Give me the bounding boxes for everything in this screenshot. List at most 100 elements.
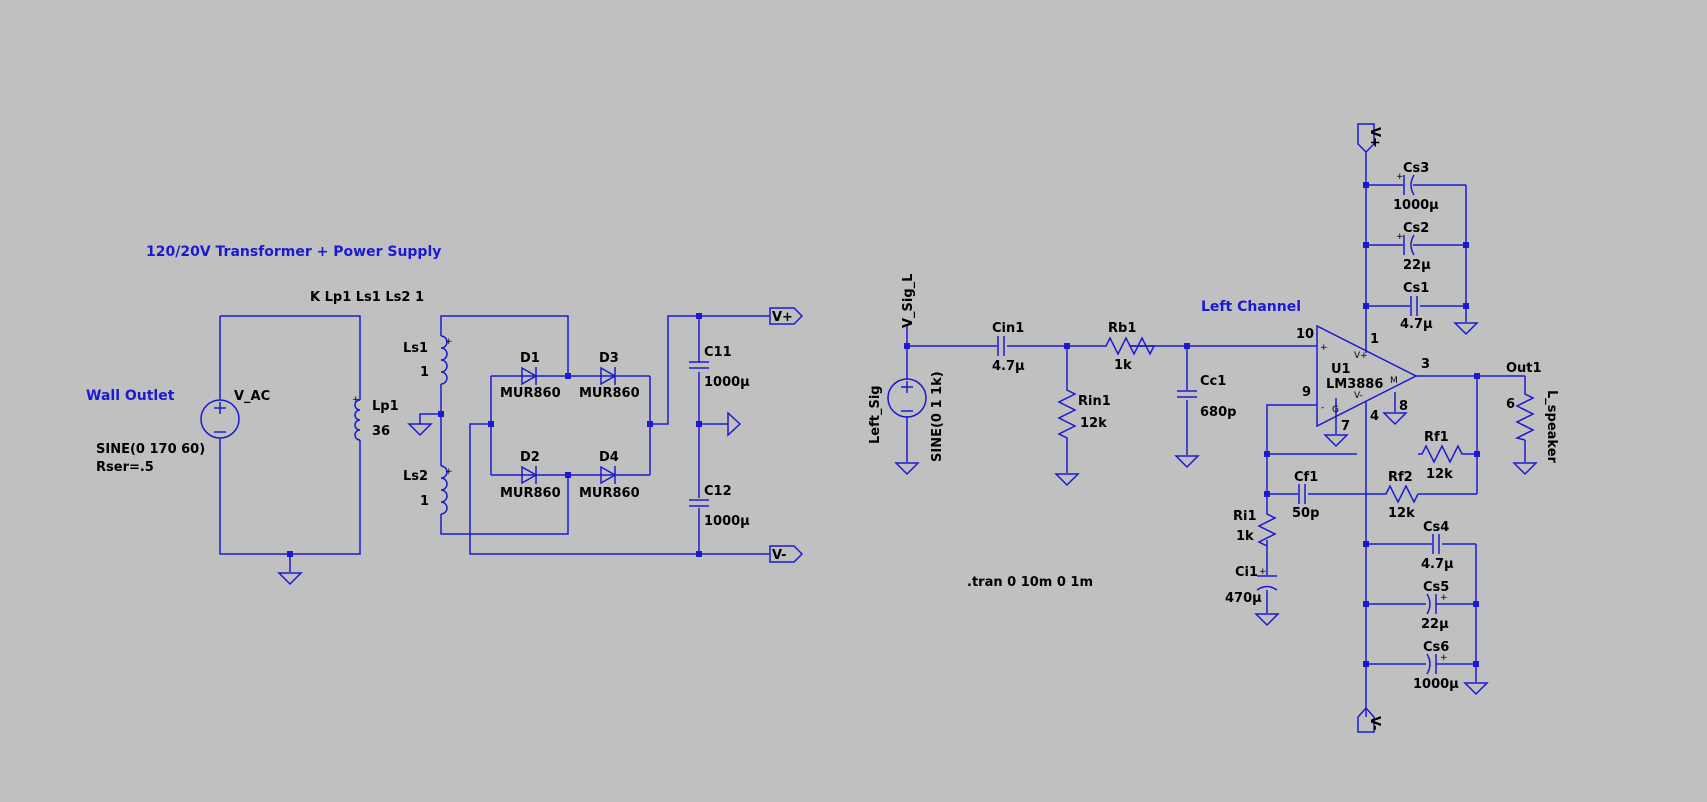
svg-text:Rb1: Rb1 (1108, 321, 1136, 336)
diode-d2[interactable] (521, 465, 538, 485)
resistor-rin1[interactable] (1057, 386, 1077, 440)
svg-text:+: + (1440, 593, 1448, 603)
diode-d3[interactable] (600, 366, 617, 386)
svg-text:Left_Sig: Left_Sig (868, 385, 883, 444)
voltage-source-vac[interactable] (200, 399, 240, 439)
voltage-source-left-sig[interactable] (887, 378, 927, 418)
vminus-flag-supply (769, 545, 804, 563)
svg-text:3: 3 (1421, 357, 1430, 372)
svg-text:+: + (352, 395, 360, 405)
svg-text:Ri1: Ri1 (1233, 509, 1257, 524)
svg-text:V-: V- (1367, 716, 1382, 731)
capacitor-c12[interactable] (689, 499, 709, 507)
svg-text:1k: 1k (1236, 529, 1254, 544)
svg-text:12k: 12k (1080, 416, 1107, 431)
resistor-rf2[interactable] (1382, 484, 1419, 504)
svg-text:Cs3: Cs3 (1403, 161, 1429, 176)
vplus-flag-amp (1357, 123, 1375, 154)
polarity-marks: + + + + + (1259, 172, 1448, 663)
svg-text:Rin1: Rin1 (1078, 394, 1111, 409)
svg-text:Cf1: Cf1 (1294, 470, 1318, 485)
svg-text:12k: 12k (1388, 506, 1415, 521)
ground-icon (1174, 455, 1200, 469)
svg-text:680p: 680p (1200, 405, 1236, 420)
svg-text:Cs6: Cs6 (1423, 640, 1449, 655)
capacitor-cs4[interactable] (1432, 534, 1440, 554)
svg-text:1000µ: 1000µ (1393, 198, 1439, 213)
svg-text:Cs1: Cs1 (1403, 281, 1429, 296)
svg-text:M: M (1390, 376, 1398, 386)
svg-text:Lp1: Lp1 (372, 399, 399, 414)
capacitor-c11[interactable] (689, 361, 709, 369)
supply-cap-labels: C11 1000µ C12 1000µ (704, 345, 750, 529)
svg-text:MUR860: MUR860 (500, 386, 561, 401)
ground-icon (1054, 473, 1080, 487)
svg-text:10: 10 (1296, 327, 1314, 342)
capacitor-cin1[interactable] (997, 336, 1005, 356)
svg-text:22µ: 22µ (1403, 258, 1431, 273)
junction-dots (287, 182, 1480, 667)
svg-text:1000µ: 1000µ (704, 514, 750, 529)
directives: K Lp1 Ls1 Ls2 1 .tran 0 10m 0 1m (310, 290, 1093, 590)
inductor-ls1[interactable] (440, 335, 448, 386)
svg-text:1k: 1k (1114, 358, 1132, 373)
svg-text:V-: V- (1354, 391, 1363, 401)
svg-text:V-: V- (772, 548, 787, 563)
svg-text:36: 36 (372, 424, 390, 439)
capacitor-cs3[interactable] (1403, 174, 1415, 196)
svg-text:4.7µ: 4.7µ (1421, 557, 1454, 572)
inductor-ls2[interactable] (440, 465, 448, 516)
svg-text:Rf1: Rf1 (1424, 430, 1449, 445)
capacitor-cs1[interactable] (1410, 296, 1418, 316)
svg-text:D4: D4 (599, 450, 619, 465)
diode-labels: D1 MUR860 D3 MUR860 D2 MUR860 D4 MUR860 (500, 351, 640, 501)
svg-text:6: 6 (1506, 397, 1515, 412)
svg-text:SINE(0 1 1k): SINE(0 1 1k) (930, 371, 945, 462)
svg-text:1: 1 (420, 365, 429, 380)
left-channel-comment: Left Channel (1201, 299, 1301, 315)
svg-text:1: 1 (420, 494, 429, 509)
resistor-ri1[interactable] (1257, 510, 1277, 547)
opamp-pin-labels: 10 9 1 3 4 7 8 + - V+ V- G M (1296, 327, 1430, 434)
svg-text:L_speaker: L_speaker (1544, 390, 1559, 464)
svg-text:D3: D3 (599, 351, 619, 366)
capacitor-cc1[interactable] (1177, 390, 1197, 398)
diode-d1[interactable] (521, 366, 538, 386)
svg-text:Ls2: Ls2 (403, 469, 428, 484)
svg-text:D2: D2 (520, 450, 540, 465)
svg-text:4: 4 (1370, 409, 1379, 424)
svg-text:Cs5: Cs5 (1423, 580, 1449, 595)
capacitor-cs2[interactable] (1403, 234, 1415, 256)
ground-icon (1512, 462, 1538, 476)
svg-text:+: + (1320, 343, 1328, 353)
signal-source-labels: Left_Sig SINE(0 1 1k) (868, 371, 945, 462)
ground-icon (1453, 322, 1479, 336)
resistor-rb1[interactable] (1102, 336, 1156, 356)
inductor-lp1[interactable] (354, 396, 361, 441)
vplus-flag-supply (769, 307, 804, 325)
capacitor-cs6[interactable] (1426, 653, 1437, 675)
capacitor-cf1[interactable] (1298, 484, 1306, 504)
svg-text:V+: V+ (772, 310, 793, 325)
diode-d4[interactable] (600, 465, 617, 485)
svg-text:Ci1: Ci1 (1235, 565, 1258, 580)
opamp-u1[interactable] (1316, 324, 1418, 428)
svg-text:D1: D1 (520, 351, 540, 366)
capacitor-ci1[interactable] (1256, 575, 1278, 591)
svg-text:+: + (1259, 567, 1267, 577)
svg-text:C12: C12 (704, 484, 732, 499)
svg-text:Cs4: Cs4 (1423, 520, 1449, 535)
svg-text:Rser=.5: Rser=.5 (96, 460, 154, 475)
capacitor-cs5[interactable] (1426, 593, 1437, 615)
ground-icon (407, 423, 433, 437)
svg-text:1: 1 (1370, 332, 1379, 347)
svg-text:V+: V+ (1354, 351, 1368, 361)
svg-text:9: 9 (1302, 385, 1311, 400)
svg-text:470µ: 470µ (1225, 591, 1262, 606)
phase-dots: + + + (352, 337, 453, 477)
resistor-l-speaker[interactable] (1514, 390, 1535, 441)
resistor-rf1[interactable] (1418, 444, 1465, 464)
title-comment: 120/20V Transformer + Power Supply (146, 244, 441, 260)
svg-text:Cc1: Cc1 (1200, 374, 1226, 389)
